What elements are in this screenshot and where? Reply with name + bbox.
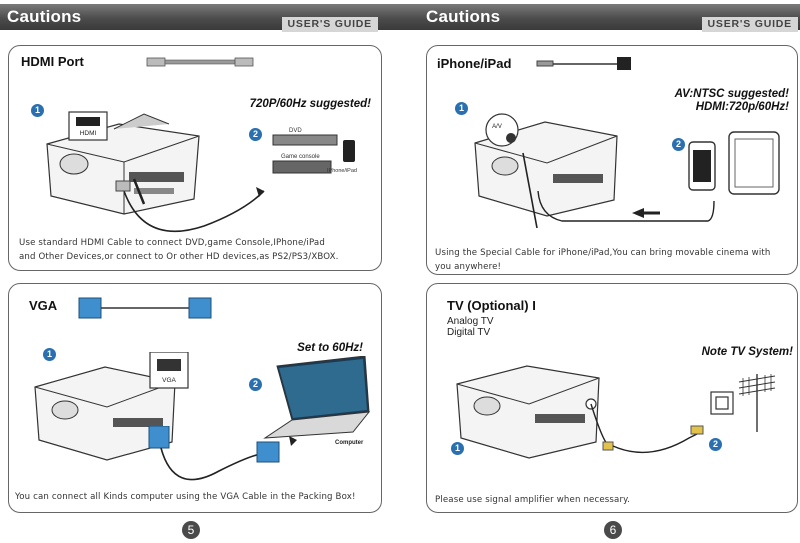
tv-step-1: 1 [451,442,464,455]
iphone-projector-illustration: A/V [474,113,618,228]
right-page: Cautions USER'S GUIDE iPhone/iPad AV:NTS… [400,0,800,543]
vga-cable-icon [78,297,212,319]
iphone-panel: iPhone/iPad AV:NTSC suggested! HDMI:720p… [426,45,798,275]
right-header-bar: Cautions USER'S GUIDE [400,4,800,32]
hdmi-title: HDMI Port [21,54,84,69]
tv-step-2: 2 [709,438,722,451]
iphone-step-1: 1 [455,102,468,115]
vga-laptop-illustration: Computer [263,356,371,446]
vga-projector-illustration: VGA [34,352,189,461]
device-computer-label: Computer [335,440,364,446]
right-header-title: Cautions [426,7,501,26]
tv-title: TV (Optional) I [447,298,536,313]
iphone-cable-connection [537,191,715,222]
hdmi-note: 720P/60Hz suggested! [249,98,371,110]
hdmi-cable-connection [115,180,265,233]
iphone-step-2: 2 [672,138,685,151]
hdmi-cable-icon [146,57,254,67]
iphone-description: Using the Special Cable for iPhone/iPad,… [435,246,799,274]
vga-panel: VGA Set to 60Hz! 1 2 VGA [8,283,382,513]
iphone-device-illustration [688,131,780,195]
page-number-left: 5 [182,521,200,539]
iphone-desc-line-1: Using the Special Cable for iPhone/iPad,… [435,248,771,258]
hdmi-port-label: HDMI [80,130,97,137]
vga-title: VGA [29,298,58,313]
vga-step-1: 1 [43,348,56,361]
hdmi-panel: HDMI Port 720P/60Hz suggested! 1 2 HDMI [8,45,382,271]
iphone-title: iPhone/iPad [437,56,512,71]
av-port-label: A/V [492,124,502,130]
iphone-note-line-1: AV:NTSC suggested! [674,88,789,100]
device-phone-label: IPhone/iPad [327,168,357,174]
tv-projector-illustration [456,365,600,459]
iphone-cable-icon [536,57,631,70]
device-dvd-label: DVD [289,128,302,134]
hdmi-projector-illustration: HDMI [46,111,200,215]
tv-panel: TV (Optional) I Analog TV Digital TV Not… [426,283,798,513]
vga-step-2: 2 [249,378,262,391]
device-console-label: Game console [281,154,320,160]
left-page: Cautions USER'S GUIDE HDMI Port 720P/60H… [0,4,400,539]
tv-note: Note TV System! [701,346,793,358]
page-number-right: 6 [604,521,622,539]
hdmi-description: Use standard HDMI Cable to connect DVD,g… [19,236,379,264]
tv-analog-label: Analog TV [447,316,494,327]
tv-cable-connection [590,403,704,454]
left-header-guide: USER'S GUIDE [281,17,378,32]
tv-description: Please use signal amplifier when necessa… [435,495,631,505]
vga-port-label: VGA [162,377,176,384]
vga-description: You can connect all Kinds computer using… [15,492,356,502]
hdmi-desc-line-1: Use standard HDMI Cable to connect DVD,g… [19,238,325,248]
hdmi-devices-illustration: DVD Game console IPhone/iPad [272,128,357,174]
tv-antenna-illustration [710,374,776,432]
vga-cable-connection [148,426,297,481]
right-header-guide: USER'S GUIDE [701,17,798,32]
tv-digital-label: Digital TV [447,327,491,338]
hdmi-desc-line-2: and Other Devices,or connect to Or other… [19,252,339,262]
left-header-title: Cautions [7,7,82,26]
hdmi-step-1: 1 [31,104,44,117]
left-header-bar: Cautions USER'S GUIDE [0,4,400,32]
vga-note: Set to 60Hz! [297,342,363,354]
iphone-note: AV:NTSC suggested! HDMI:720p/60Hz! [675,88,789,114]
iphone-note-line-2: HDMI:720p/60Hz! [695,101,789,113]
hdmi-step-2: 2 [249,128,262,141]
iphone-desc-line-2: you anywhere! [435,262,502,272]
